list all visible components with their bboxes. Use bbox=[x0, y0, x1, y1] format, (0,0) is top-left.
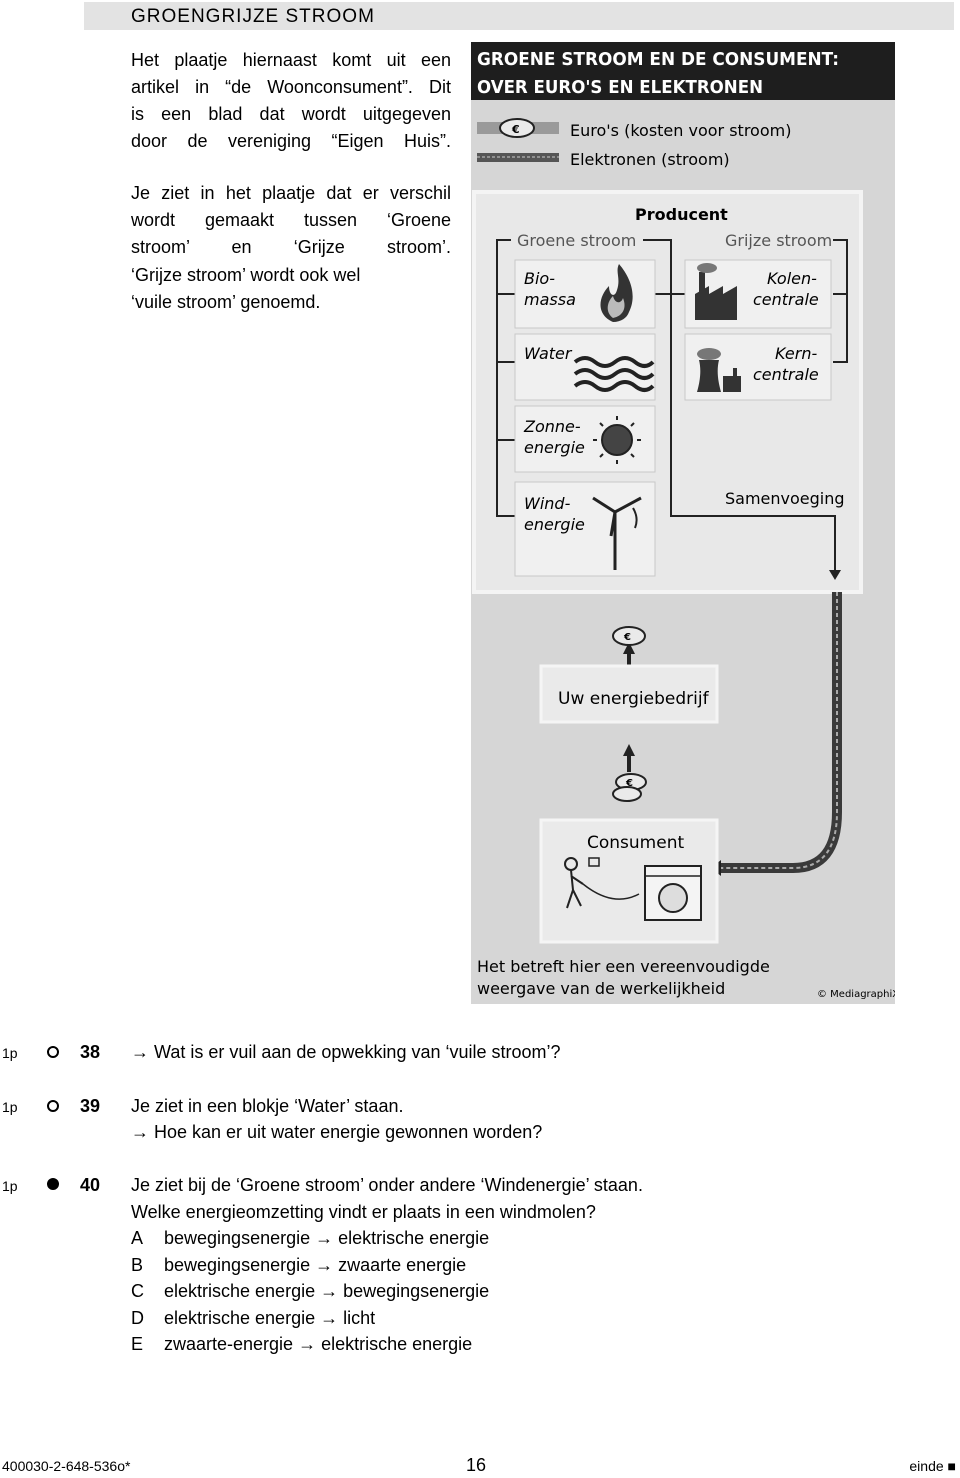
figure-title-line-1: GROENE STROOM EN DE CONSUMENT: bbox=[477, 49, 839, 70]
question-39-number: 39 bbox=[80, 1096, 101, 1116]
electron-flow-line bbox=[719, 592, 842, 873]
wind-label-2: energie bbox=[524, 515, 585, 534]
intro-line: is een blad dat wordt uitgegeven bbox=[131, 104, 451, 124]
question-38-points: 1p bbox=[2, 1045, 18, 1061]
green-stream-label: Groene stroom bbox=[517, 231, 636, 250]
question-38-number: 38 bbox=[80, 1042, 101, 1062]
section-title: GROENGRIJZE STROOM bbox=[131, 6, 375, 27]
sun-icon bbox=[593, 416, 641, 464]
figure-note-line-2: weergave van de werkelijkheid bbox=[477, 979, 725, 998]
footer-page-number: 16 bbox=[466, 1455, 487, 1475]
solar-label-1: Zonne- bbox=[523, 417, 581, 436]
svg-text:€: € bbox=[623, 632, 631, 643]
footer-code: 400030-2-648-536o* bbox=[2, 1458, 131, 1474]
nuclear-plant-icon bbox=[697, 348, 741, 392]
figure-credit: © MediagraphiX bbox=[817, 989, 895, 1000]
figure-title-line-2: OVER EURO'S EN ELEKTRONEN bbox=[477, 77, 763, 98]
solar-label-2: energie bbox=[524, 438, 585, 457]
nuclear-plant-label-2: centrale bbox=[753, 365, 819, 384]
option-letter: A bbox=[131, 1228, 144, 1248]
intro-paragraph-3: ‘Grijze stroom’ wordt ook wel ‘vuile str… bbox=[131, 262, 451, 316]
energy-company-label: Uw energiebedrijf bbox=[558, 689, 710, 709]
energy-company-box bbox=[539, 664, 719, 724]
consumer-label: Consument bbox=[587, 833, 684, 853]
question-40-marker bbox=[47, 1178, 59, 1190]
washing-machine-icon bbox=[644, 865, 702, 921]
legend-euro-label: Euro's (kosten voor stroom) bbox=[570, 121, 791, 140]
coal-plant-label-2: centrale bbox=[753, 290, 819, 309]
wind-label-1: Wind- bbox=[524, 494, 571, 513]
option-text: elektrische energie → bewegingsenergie bbox=[164, 1281, 490, 1301]
intro-line: Het plaatje hiernaast komt uit een bbox=[131, 50, 451, 70]
intro-line: wordt gemaakt tussen ‘Groene bbox=[131, 210, 451, 230]
euro-coin-icon: € bbox=[499, 118, 535, 138]
intro-paragraph-2: Je ziet in het plaatje dat er verschil w… bbox=[131, 180, 451, 261]
question-39-line-1: Je ziet in een blokje ‘Water’ staan. bbox=[131, 1096, 404, 1116]
intro-line: Je ziet in het plaatje dat er verschil bbox=[131, 183, 451, 203]
intro-line: ‘Grijze stroom’ wordt ook wel bbox=[131, 265, 361, 285]
svg-text:€: € bbox=[625, 778, 633, 789]
option-text: elektrische energie → licht bbox=[164, 1308, 376, 1328]
factory-icon bbox=[695, 263, 737, 320]
svg-text:€: € bbox=[511, 123, 520, 136]
biomass-label-2: massa bbox=[524, 290, 576, 309]
figure-title-band bbox=[471, 42, 895, 100]
intro-line: artikel in “de Woonconsument”. Dit bbox=[131, 77, 451, 97]
option-letter: B bbox=[131, 1255, 144, 1275]
option-letter: D bbox=[131, 1308, 144, 1328]
intro-line: door de vereniging “Eigen Huis”. bbox=[131, 131, 451, 151]
figure-note-line-1: Het betreft hier een vereenvoudigde bbox=[477, 957, 770, 976]
biomass-label-1: Bio- bbox=[524, 269, 555, 288]
energy-flow-figure: GROENE STROOM EN DE CONSUMENT: OVER EURO… bbox=[471, 42, 895, 1004]
grey-stream-label: Grijze stroom bbox=[725, 231, 832, 250]
option-text: bewegingsenergie → zwaarte energie bbox=[164, 1255, 467, 1275]
nuclear-plant-label-1: Kern- bbox=[775, 344, 817, 363]
question-40-number: 40 bbox=[80, 1175, 101, 1195]
water-label: Water bbox=[524, 344, 573, 363]
euro-coin-icon: € bbox=[612, 626, 646, 646]
question-39-line-2: → Hoe kan er uit water energie gewonnen … bbox=[131, 1122, 543, 1142]
question-39-points: 1p bbox=[2, 1099, 18, 1115]
wind-turbine-icon bbox=[592, 496, 642, 570]
legend-electrons-label: Elektronen (stroom) bbox=[570, 150, 730, 169]
flame-icon bbox=[600, 264, 633, 322]
question-38-marker bbox=[47, 1046, 59, 1058]
option-letter: E bbox=[131, 1334, 144, 1354]
question-40-points: 1p bbox=[2, 1178, 18, 1194]
option-text: zwaarte-energie → elektrische energie bbox=[164, 1334, 473, 1354]
question-40-line-1: Je ziet bij de ‘Groene stroom’ onder and… bbox=[131, 1175, 643, 1195]
euro-coin-icon: € bbox=[612, 773, 647, 802]
merge-label: Samenvoeging bbox=[725, 489, 845, 508]
question-40-line-2: Welke energieomzetting vindt er plaats i… bbox=[131, 1202, 596, 1222]
option-text: bewegingsenergie → elektrische energie bbox=[164, 1228, 490, 1248]
footer-end: einde ■ bbox=[909, 1458, 956, 1474]
person-icon bbox=[564, 857, 584, 909]
water-box bbox=[514, 333, 656, 401]
section-header: GROENGRIJZE STROOM bbox=[84, 2, 954, 30]
option-letter: C bbox=[131, 1281, 144, 1301]
intro-paragraph-1: Het plaatje hiernaast komt uit een artik… bbox=[131, 47, 451, 155]
intro-line: ‘vuile stroom’ genoemd. bbox=[131, 292, 321, 312]
coal-plant-label-1: Kolen- bbox=[767, 269, 817, 288]
question-39-marker bbox=[47, 1100, 59, 1112]
question-38-text: → Wat is er vuil aan de opwekking van ‘v… bbox=[131, 1042, 561, 1062]
waves-icon bbox=[573, 356, 655, 392]
wind-box bbox=[514, 481, 656, 577]
intro-line: stroom’ en ‘Grijze stroom’. bbox=[131, 237, 451, 257]
producer-label: Producent bbox=[635, 205, 728, 224]
